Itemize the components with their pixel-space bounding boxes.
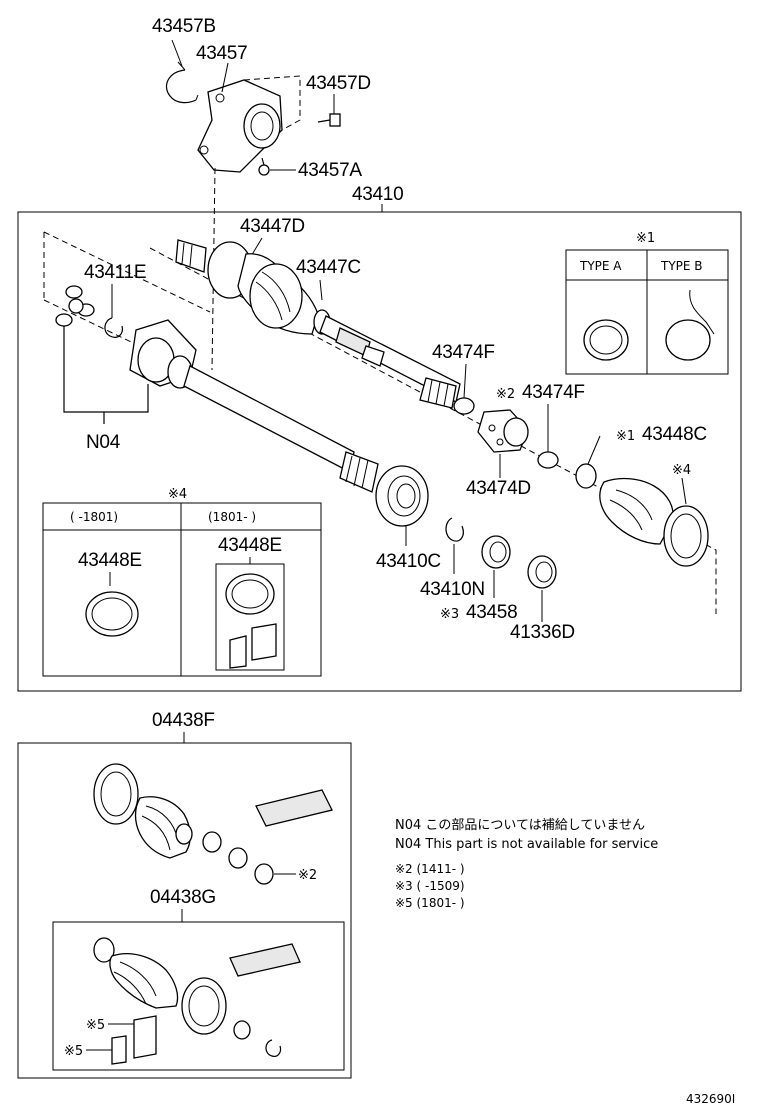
mark-1: ※1 xyxy=(636,231,655,246)
outer-boot: ※4 xyxy=(599,463,709,567)
label-43448E-b[interactable]: 43448E xyxy=(218,535,282,556)
intermediate-parts: 43474F ※2 43474F 43474D ※1 43448C xyxy=(432,342,707,499)
assembly-box-43410 xyxy=(17,211,742,692)
date-col-2: (1801- ) xyxy=(208,510,256,524)
label-N04[interactable]: N04 xyxy=(86,432,121,453)
label-43474D[interactable]: 43474D xyxy=(466,478,531,499)
label-43457[interactable]: 43457 xyxy=(196,43,248,64)
note-mark-3: ※3 ( -1509) xyxy=(395,879,465,893)
grease-pack-g xyxy=(229,943,301,977)
type-a-header: TYPE A xyxy=(579,259,622,273)
date-col-1: ( -1801) xyxy=(70,510,118,524)
clamp-43474F-a xyxy=(453,397,475,415)
label-43458[interactable]: 43458 xyxy=(466,602,518,623)
label-43410[interactable]: 43410 xyxy=(352,184,404,205)
type-b-header: TYPE B xyxy=(660,259,703,273)
clamp-type-b xyxy=(665,319,711,361)
mark-1b: ※1 xyxy=(616,429,635,444)
label-43474F-b[interactable]: 43474F xyxy=(522,382,585,403)
label-43410N[interactable]: 43410N xyxy=(420,579,485,600)
label-43411E[interactable]: 43411E xyxy=(84,262,147,283)
mark-4b: ※4 xyxy=(168,487,187,502)
clamp-43474F-b xyxy=(537,451,559,469)
label-43410C[interactable]: 43410C xyxy=(376,551,441,572)
label-43448E-a[interactable]: 43448E xyxy=(78,550,142,571)
bolt-43457A xyxy=(258,157,270,176)
circlip-43411E xyxy=(104,317,123,338)
boot-kit-box-04438F xyxy=(17,742,352,1079)
bearing-bracket-43457 xyxy=(197,79,283,173)
label-43448C[interactable]: 43448C xyxy=(642,424,707,445)
label-41336D[interactable]: 41336D xyxy=(510,622,575,643)
mark-4: ※4 xyxy=(672,463,691,478)
label-43447D[interactable]: 43447D xyxy=(240,216,305,237)
mark-2b: ※2 xyxy=(298,868,317,883)
date-table: ※4 ( -1801) (1801- ) 43448E 43448E xyxy=(42,487,322,677)
boot-kit-04438F-parts: ※2 xyxy=(93,763,333,885)
bearing-43410C xyxy=(375,465,429,527)
label-04438F[interactable]: 04438F xyxy=(152,710,215,731)
outer-shaft-assembly: 43447D 43447C xyxy=(175,216,461,409)
snap-ring-43410N xyxy=(445,517,464,542)
label-43457D[interactable]: 43457D xyxy=(306,73,371,94)
mark-2: ※2 xyxy=(496,387,515,402)
notes: N04 この部品については補給していません N04 This part is n… xyxy=(395,818,658,910)
mark-5b: ※5 xyxy=(64,1044,83,1059)
label-43447C[interactable]: 43447C xyxy=(296,257,361,278)
mark-5a: ※5 xyxy=(86,1018,105,1033)
diagram-id: 432690I xyxy=(686,1092,735,1106)
note-n04-jp: N04 この部品については補給していません xyxy=(395,818,645,833)
note-mark-5: ※5 (1801- ) xyxy=(395,896,465,910)
bracket-assembly: 43457B 43457 43457D 43457A xyxy=(152,16,371,371)
label-04438G[interactable]: 04438G xyxy=(150,887,216,908)
mark-3: ※3 xyxy=(440,607,459,622)
damper-43474D xyxy=(477,409,529,453)
note-mark-2: ※2 (1411- ) xyxy=(395,862,465,876)
clamp-43448C xyxy=(575,463,597,489)
boot-04438G xyxy=(109,953,179,1009)
note-n04-en: N04 This part is not available for servi… xyxy=(395,837,658,852)
boot-kit-04438G-parts: ※5 ※5 xyxy=(64,937,301,1065)
label-43474F-a[interactable]: 43474F xyxy=(432,342,495,363)
clamp-43448E-a xyxy=(85,591,139,637)
bearing-parts: 43410C 43410N ※3 43458 41336D xyxy=(375,465,575,643)
tripod-N04 xyxy=(55,285,95,327)
boot-kit-box-04438G xyxy=(52,921,345,1071)
grease-pack-f xyxy=(255,789,333,827)
tripod-joint: 43411E N04 xyxy=(55,262,197,453)
boot-04438F xyxy=(134,796,191,859)
bolt-43457D xyxy=(317,113,341,127)
label-43457A[interactable]: 43457A xyxy=(298,160,363,181)
type-table: ※1 TYPE A TYPE B xyxy=(565,231,729,375)
snap-ring-43457B xyxy=(165,69,197,104)
label-43457B[interactable]: 43457B xyxy=(152,16,216,37)
inner-shaft xyxy=(183,365,379,493)
